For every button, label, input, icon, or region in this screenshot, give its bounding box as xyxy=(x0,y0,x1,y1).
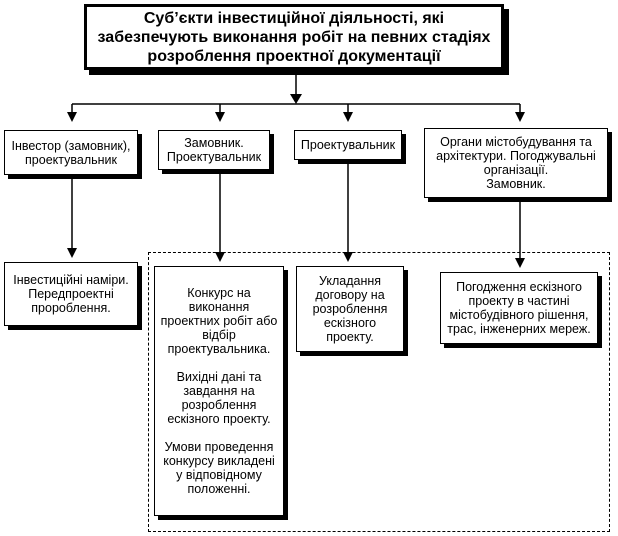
box-competition-text: Конкурс на виконання проектних робіт або… xyxy=(160,286,278,496)
box-urban-authorities: Органи містобудування та архітектури. По… xyxy=(424,128,608,198)
box-investment-intentions-text: Інвестиційні наміри. Передпроектні проро… xyxy=(13,273,129,315)
title-text: Суб’єкти інвестиційної діяльності, які з… xyxy=(97,9,491,65)
box-designer-text: Проектувальник xyxy=(300,138,396,152)
box-contract-text: Укладання договору на розроблення ескізн… xyxy=(312,274,388,344)
box-contract: Укладання договору на розроблення ескізн… xyxy=(296,266,404,352)
box-competition: Конкурс на виконання проектних робіт або… xyxy=(154,266,284,516)
title-box: Суб’єкти інвестиційної діяльності, які з… xyxy=(84,4,504,70)
box-investor: Інвестор (замовник), проектувальник xyxy=(4,130,138,175)
dashed-group-frame xyxy=(148,252,610,532)
box-investment-intentions: Інвестиційні наміри. Передпроектні проро… xyxy=(4,262,138,326)
box-investor-text: Інвестор (замовник), проектувальник xyxy=(11,138,131,167)
box-designer: Проектувальник xyxy=(294,130,402,160)
box-approval: Погодження ескізного проекту в частині м… xyxy=(440,272,598,344)
box-customer-designer: Замовник. Проектувальник xyxy=(158,130,270,170)
box-customer-designer-text: Замовник. Проектувальник xyxy=(166,136,262,164)
box-approval-text: Погодження ескізного проекту в частині м… xyxy=(447,280,591,336)
box-urban-authorities-text: Органи містобудування та архітектури. По… xyxy=(436,135,596,191)
